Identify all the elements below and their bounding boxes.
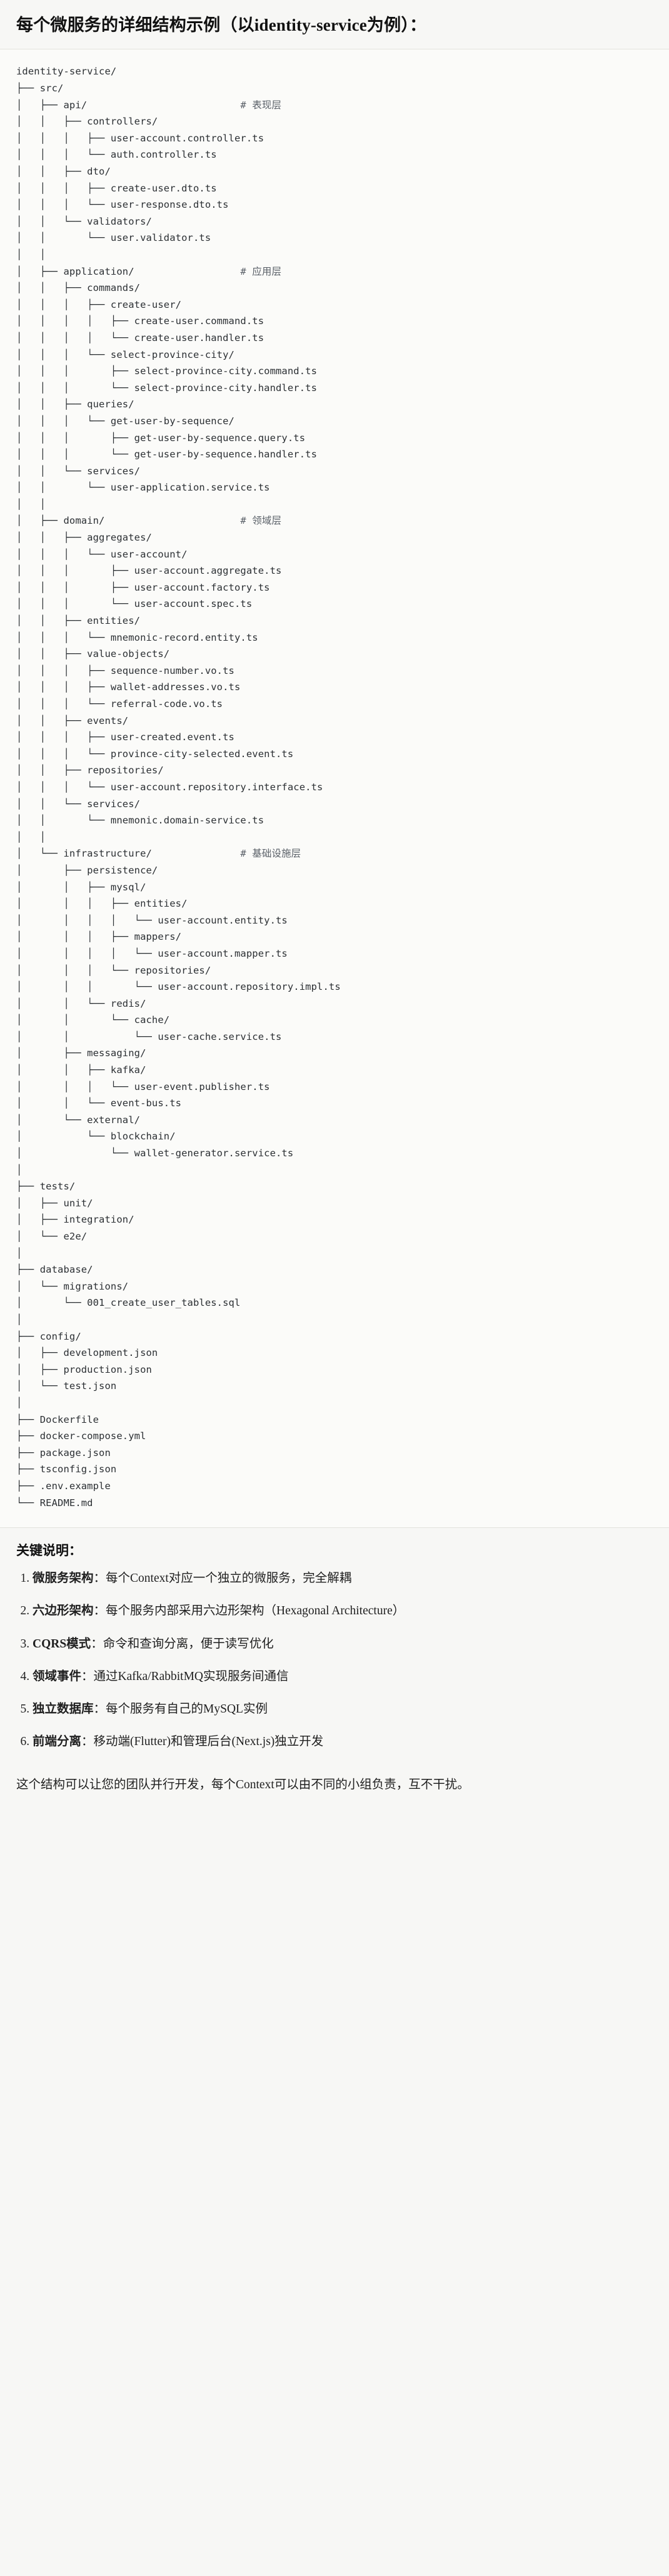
key-note-term: CQRS模式 xyxy=(33,1637,91,1651)
tree-comment: # 表现层 xyxy=(240,99,282,111)
key-note-item: 六边形架构：每个服务内部采用六边形架构（Hexagonal Architectu… xyxy=(33,1602,653,1621)
directory-tree-section: identity-service/ ├── src/ │ ├── api/ # … xyxy=(0,49,669,1529)
title-section: 每个微服务的详细结构示例（以identity-service为例）： xyxy=(0,0,669,50)
tree-comment: # 应用层 xyxy=(240,265,282,277)
key-notes-list: 微服务架构：每个Context对应一个独立的微服务，完全解耦六边形架构：每个服务… xyxy=(16,1569,653,1751)
key-note-item: 前端分离：移动端(Flutter)和管理后台(Next.js)独立开发 xyxy=(33,1733,653,1751)
key-note-description: ：移动端(Flutter)和管理后台(Next.js)独立开发 xyxy=(81,1735,324,1749)
tree-comment: # 领域层 xyxy=(240,515,282,527)
key-note-term: 独立数据库 xyxy=(33,1702,94,1716)
key-note-description: ：命令和查询分离，便于读写优化 xyxy=(91,1637,274,1651)
footer-paragraph: 这个结构可以让您的团队并行开发，每个Context可以由不同的小组负责，互不干扰… xyxy=(16,1778,470,1792)
key-note-item: CQRS模式：命令和查询分离，便于读写优化 xyxy=(33,1635,653,1654)
key-note-term: 微服务架构 xyxy=(33,1572,94,1586)
key-note-description: ：每个服务有自己的MySQL实例 xyxy=(93,1702,268,1716)
key-note-description: ：每个Context对应一个独立的微服务，完全解耦 xyxy=(93,1572,352,1586)
key-note-term: 六边形架构 xyxy=(33,1604,94,1618)
key-note-term: 前端分离 xyxy=(33,1735,82,1749)
key-note-description: ：每个服务内部采用六边形架构（Hexagonal Architecture） xyxy=(93,1604,405,1618)
key-notes-heading: 关键说明： xyxy=(16,1543,82,1559)
footer-section: 这个结构可以让您的团队并行开发，每个Context可以由不同的小组负责，互不干扰… xyxy=(0,1774,669,1810)
key-note-item: 领域事件：通过Kafka/RabbitMQ实现服务间通信 xyxy=(33,1667,653,1686)
tree-comment: # 基础设施层 xyxy=(240,848,301,860)
key-note-description: ：通过Kafka/RabbitMQ实现服务间通信 xyxy=(81,1669,289,1683)
key-notes-section: 关键说明： 微服务架构：每个Context对应一个独立的微服务，完全解耦六边形架… xyxy=(0,1528,669,1774)
key-note-item: 微服务架构：每个Context对应一个独立的微服务，完全解耦 xyxy=(33,1569,653,1588)
key-note-item: 独立数据库：每个服务有自己的MySQL实例 xyxy=(33,1700,653,1719)
directory-tree: identity-service/ ├── src/ │ ├── api/ # … xyxy=(16,66,341,1509)
key-note-term: 领域事件 xyxy=(33,1669,82,1683)
page-title: 每个微服务的详细结构示例（以identity-service为例）： xyxy=(16,16,427,34)
